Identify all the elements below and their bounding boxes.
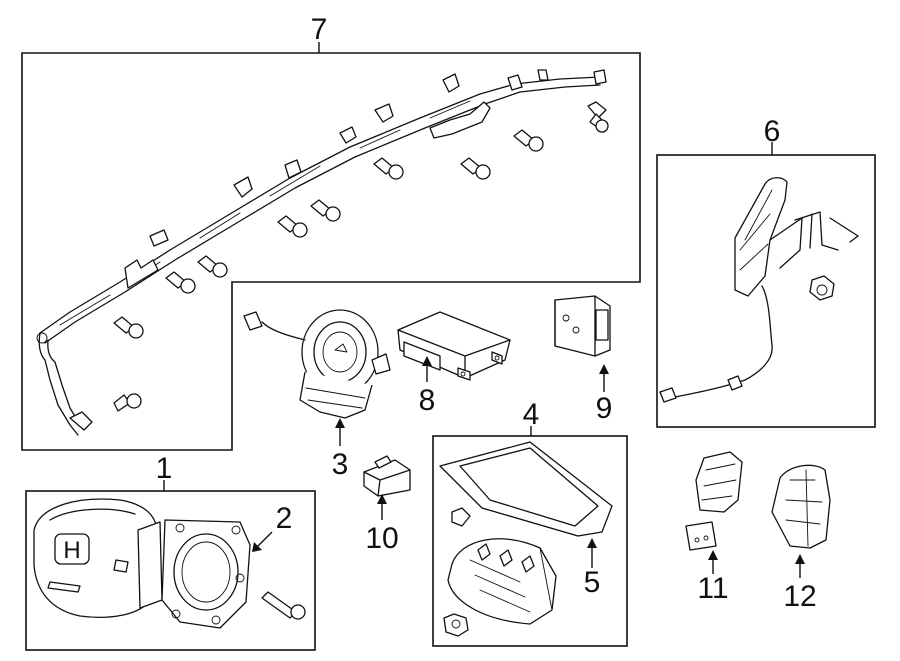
connector-icon bbox=[363, 455, 411, 497]
seat-side-airbag-icon bbox=[659, 177, 859, 403]
callout-7: 7 bbox=[311, 13, 328, 46]
steering-wheel-airbag-icon: H bbox=[33, 498, 163, 618]
honda-logo: H bbox=[63, 537, 80, 564]
callout-3: 3 bbox=[332, 448, 349, 481]
callout-12: 12 bbox=[783, 580, 816, 613]
curtain-airbag-icon bbox=[36, 69, 607, 436]
bolt-icon bbox=[261, 591, 306, 620]
callout-8: 8 bbox=[419, 384, 436, 417]
leader-lines bbox=[163, 42, 805, 578]
frame-passenger-airbag bbox=[432, 435, 628, 647]
nut-icon bbox=[809, 275, 835, 301]
seat-side-airbag-icon bbox=[771, 464, 831, 549]
bolt-icon bbox=[113, 101, 609, 412]
callout-4: 4 bbox=[523, 398, 540, 431]
bracket-icon bbox=[554, 295, 611, 357]
frame-seat-airbag bbox=[656, 154, 876, 428]
clockspring-icon bbox=[243, 309, 391, 419]
callout-10: 10 bbox=[365, 522, 398, 555]
passenger-airbag-icon bbox=[439, 441, 613, 625]
frame-curtain-airbag bbox=[21, 52, 641, 451]
nut-icon bbox=[443, 613, 469, 637]
clockspring-icon bbox=[161, 519, 251, 629]
callout-9: 9 bbox=[596, 392, 613, 425]
frame-driver-airbag bbox=[25, 490, 316, 651]
control-module-icon bbox=[397, 311, 511, 381]
callout-11: 11 bbox=[697, 572, 728, 605]
bracket-icon bbox=[685, 451, 743, 551]
callout-1: 1 bbox=[156, 452, 173, 485]
callout-6: 6 bbox=[764, 115, 781, 148]
callout-2: 2 bbox=[276, 502, 293, 535]
callout-5: 5 bbox=[584, 566, 601, 599]
